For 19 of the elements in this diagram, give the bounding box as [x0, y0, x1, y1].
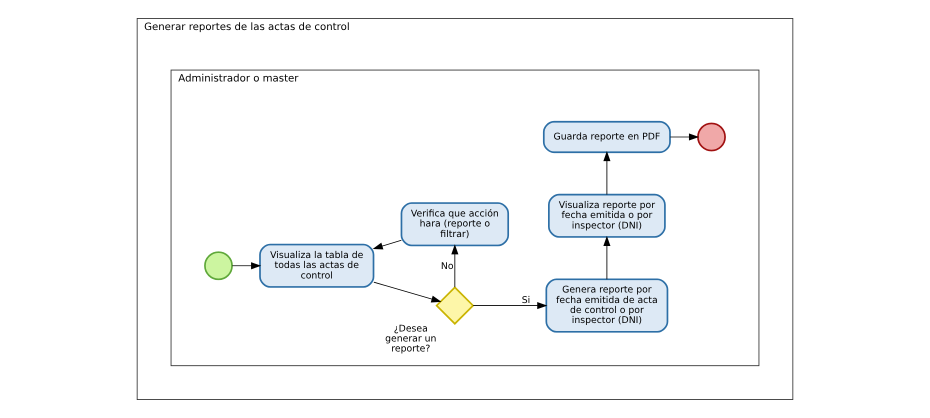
arrow	[232, 262, 262, 270]
edge-label: Si	[522, 294, 530, 306]
arrow	[603, 151, 610, 195]
arrow	[373, 282, 442, 302]
node-circle	[204, 251, 233, 280]
node-box: Verifica que acción hara (reporte o filtrar)	[400, 202, 510, 246]
node-diamond	[435, 286, 474, 325]
node-box: Visualiza reporte por fecha emitida o por inspector (DNI)	[548, 194, 666, 238]
arrow	[372, 240, 402, 250]
edge-label: No	[440, 260, 454, 272]
node-label: ¿Desea generar un reporte?	[385, 323, 436, 355]
arrow	[472, 302, 548, 310]
node-circle	[697, 122, 726, 152]
node-box: Genera reporte por fecha emitida de acta de control o por inspector (DNI)	[545, 278, 668, 333]
node-box: Visualiza la tabla de todas las actas de control	[259, 244, 374, 288]
arrow	[670, 133, 700, 141]
arrow	[603, 236, 610, 280]
arrow	[451, 244, 458, 288]
node-box: Guarda reporte en PDF	[542, 120, 671, 154]
